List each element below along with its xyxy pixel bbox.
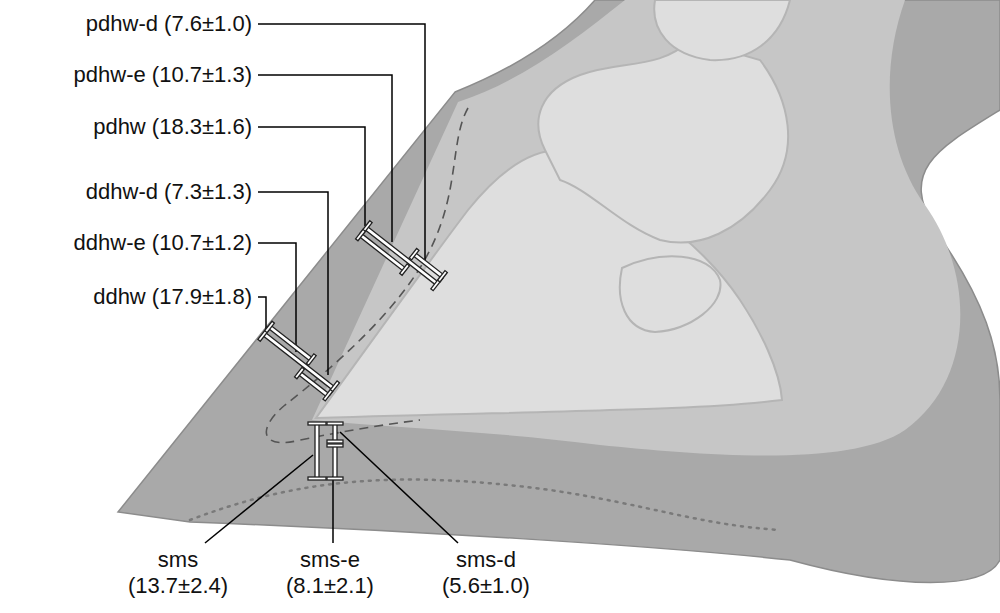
dimension-label: pdhw-e (10.7±1.3)	[74, 62, 252, 88]
dimension-label: ddhw (17.9±1.8)	[93, 284, 252, 310]
soft-tissue	[312, 0, 960, 456]
dimension-label: ddhw-e (10.7±1.2)	[74, 230, 252, 256]
measurement-label: sms-d (5.6±1.0)	[425, 547, 547, 599]
frog-line	[190, 480, 780, 530]
dimension-label: ddhw-d (7.3±1.3)	[86, 179, 252, 205]
dimension-brackets	[254, 215, 448, 480]
navicular-bone	[620, 256, 721, 332]
measurement-label: sms (13.7±2.4)	[117, 547, 239, 599]
leader-lines	[205, 24, 458, 543]
dimension-label: pdhw-d (7.6±1.0)	[86, 11, 252, 37]
measurement-label: sms-e (8.1±2.1)	[269, 547, 391, 599]
long-pastern-bone	[654, 0, 790, 60]
dimension-label: pdhw (18.3±1.6)	[93, 114, 252, 140]
short-pastern-bone	[538, 40, 788, 243]
